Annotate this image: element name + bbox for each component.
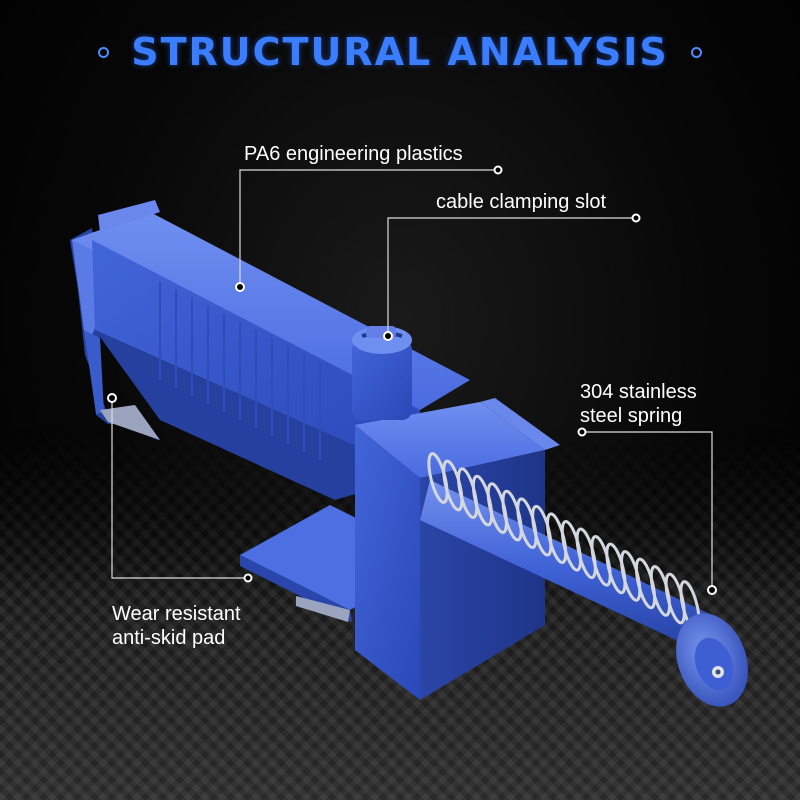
dot-material-end-icon — [493, 165, 503, 175]
callout-pad: Wear resistant anti-skid pad — [112, 602, 241, 650]
steel-spring — [427, 452, 701, 632]
dot-spring-icon — [707, 585, 717, 595]
callout-clamping-slot: cable clamping slot — [436, 191, 607, 213]
callout-dots — [107, 165, 717, 595]
callout-pad-line-2: anti-skid pad — [112, 627, 226, 649]
title-banner: STRUCTURAL ANALYSIS — [0, 24, 800, 80]
callout-pad-line-1: Wear resistant — [112, 603, 241, 625]
callout-material: PA6 engineering plastics — [244, 143, 463, 165]
dot-pad-icon — [107, 393, 117, 403]
dot-slot-icon — [383, 331, 393, 341]
end-cap — [676, 613, 748, 707]
dot-spring-start-icon — [577, 427, 587, 437]
dot-slot-end-icon — [631, 213, 641, 223]
callout-spring-line-1: 304 stainless — [580, 381, 697, 403]
dot-material-icon — [235, 282, 245, 292]
callout-spring-line-2: steel spring — [580, 405, 683, 427]
dot-pad-end-icon — [243, 573, 253, 583]
callout-spring: 304 stainless steel spring — [580, 380, 697, 428]
clamping-post — [352, 326, 412, 420]
beam-ribs — [159, 282, 321, 460]
callout-lines — [111, 169, 713, 588]
title-ring-right-icon — [690, 46, 702, 58]
left-foot — [70, 228, 160, 440]
anti-skid-pad — [100, 405, 160, 440]
page-title: STRUCTURAL ANALYSIS — [131, 30, 669, 74]
title-ring-left-icon — [98, 46, 110, 58]
